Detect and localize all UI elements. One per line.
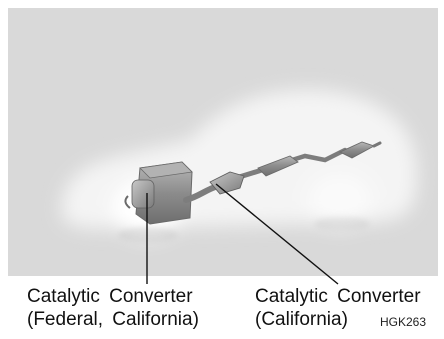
callout-federal-california: Catalytic Converter (Federal, California… [27, 285, 199, 331]
callout-california-line1: Catalytic Converter [255, 285, 421, 308]
figure-code: HGK263 [380, 315, 426, 329]
callout-federal-california-line1: Catalytic Converter [27, 285, 199, 308]
callout-federal-california-line2: (Federal, California) [27, 308, 199, 331]
